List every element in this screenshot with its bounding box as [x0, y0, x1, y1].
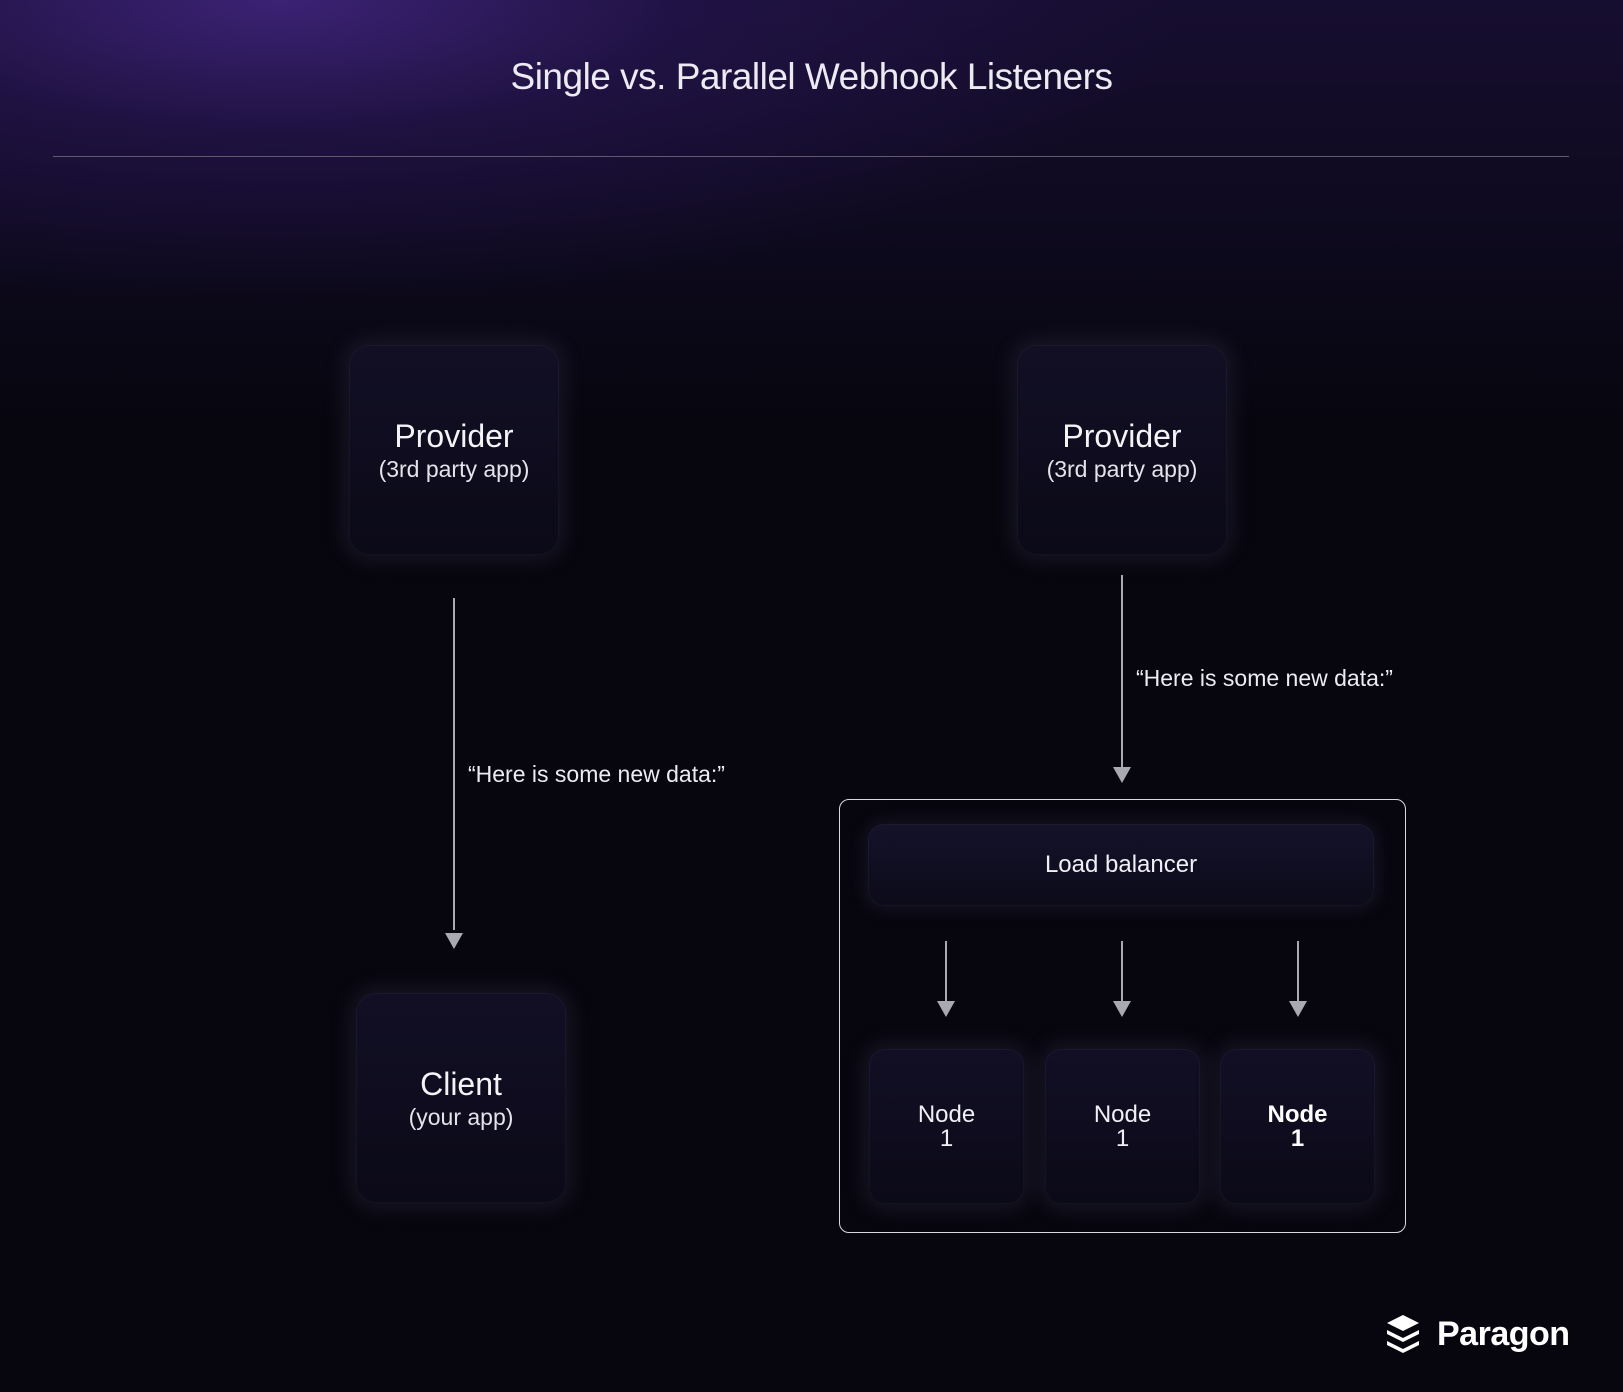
node-number-2: 1: [1115, 1124, 1130, 1152]
client-sub: (your app): [408, 1104, 514, 1130]
diagram-title: Single vs. Parallel Webhook Listeners: [510, 56, 1113, 97]
stacked-layers-icon: [1387, 1315, 1419, 1353]
client-name: Client: [420, 1066, 502, 1102]
node-label-3: Node: [1267, 1100, 1328, 1128]
parallel-provider-box: Provider (3rd party app): [1017, 345, 1227, 555]
single-arrow-line: [453, 598, 455, 930]
single-provider-name: Provider: [394, 418, 514, 454]
parallel-message: “Here is some new data:”: [1136, 665, 1393, 691]
node-arrow-head-3: [1289, 1001, 1307, 1017]
single-arrow-head: [445, 933, 463, 949]
node-number-1: 1: [939, 1124, 954, 1152]
node-arrow-line-1: [945, 941, 947, 1002]
load-balancer-box: Load balancer: [868, 824, 1374, 906]
node-box-3: Node 1: [1220, 1049, 1375, 1204]
single-provider-box: Provider (3rd party app): [349, 345, 559, 555]
node-box-2: Node 1: [1045, 1049, 1200, 1204]
paragon-logo: Paragon: [1385, 1313, 1570, 1355]
client-box: Client (your app): [356, 993, 566, 1203]
node-arrow-line-3: [1297, 941, 1299, 1002]
title-divider: [53, 156, 1569, 157]
single-message: “Here is some new data:”: [468, 761, 725, 787]
node-arrow-head-2: [1113, 1001, 1131, 1017]
node-label-2: Node: [1093, 1100, 1152, 1128]
node-arrow-line-2: [1121, 941, 1123, 1002]
node-number-3: 1: [1290, 1124, 1305, 1152]
single-provider-sub: (3rd party app): [378, 456, 530, 482]
brand-name: Paragon: [1437, 1314, 1570, 1353]
parallel-provider-sub: (3rd party app): [1046, 456, 1198, 482]
parallel-cluster-frame: [839, 799, 1406, 1233]
parallel-arrow-head: [1113, 767, 1131, 783]
node-box-1: Node 1: [869, 1049, 1024, 1204]
node-label-1: Node: [917, 1100, 976, 1128]
parallel-provider-name: Provider: [1062, 418, 1182, 454]
node-arrow-head-1: [937, 1001, 955, 1017]
parallel-arrow-line: [1121, 575, 1123, 768]
